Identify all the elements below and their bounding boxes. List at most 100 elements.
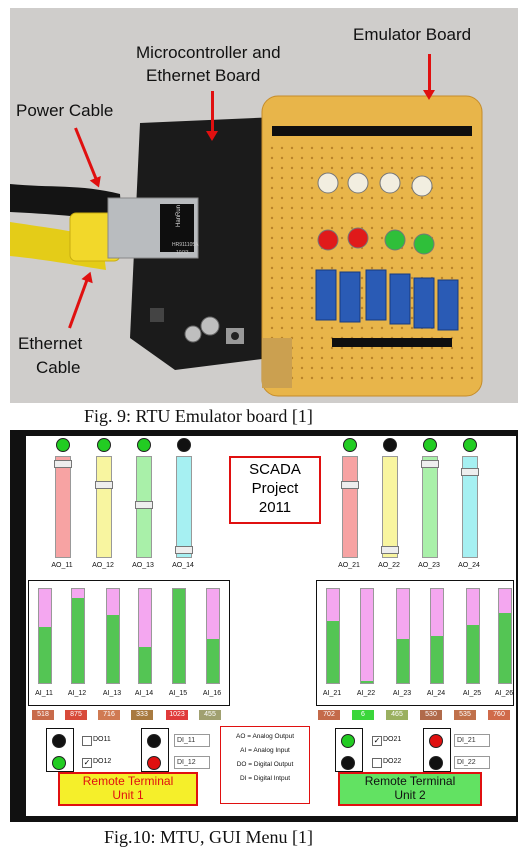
- perfboard-holes: [270, 146, 474, 380]
- mtu-gui-canvas: SCADA Project 2011 Remote Terminal Unit …: [26, 436, 516, 816]
- unit1-label-line1: Remote Terminal: [82, 774, 174, 788]
- ai-bar-ai_22: [360, 588, 374, 684]
- ao-slider-thumb[interactable]: [421, 459, 439, 468]
- ai-bar-ai_15: [172, 588, 186, 684]
- do-label: DO11: [93, 736, 111, 743]
- ao-slider-ao_23[interactable]: [421, 456, 439, 558]
- ai-bar-fill: [361, 681, 373, 683]
- ai-label: AI_26: [494, 690, 514, 697]
- ao-status-led: [56, 438, 70, 452]
- label-ethernet-line2: Cable: [36, 358, 81, 377]
- board-potentiometer: [389, 273, 411, 325]
- ao-label: AO_22: [378, 562, 400, 569]
- label-micro-line2: Ethernet Board: [146, 66, 261, 85]
- checkbox-do22[interactable]: [372, 758, 382, 768]
- ao-slider-ao_21[interactable]: [341, 456, 359, 558]
- di-status-led: [429, 756, 443, 770]
- ai-bar-ai_11: [38, 588, 52, 684]
- ai-label: AI_15: [168, 690, 188, 697]
- title-line3: 2011: [258, 499, 292, 516]
- ai-bar-fill: [173, 589, 185, 683]
- di-status-led: [147, 734, 161, 748]
- di-field-di_12: DI_12: [174, 756, 210, 769]
- unit1-do-led-frame: [46, 728, 74, 772]
- unit1-label: Remote Terminal Unit 1: [58, 772, 198, 806]
- ao-status-led: [463, 438, 477, 452]
- ai-value-box: 333: [131, 710, 153, 720]
- arrow-microcontroller: [206, 91, 218, 141]
- ai-label: AI_16: [202, 690, 222, 697]
- ai-bar-fill: [72, 598, 84, 683]
- di-field-di_21: DI_21: [454, 734, 490, 747]
- ao-slider-ao_14[interactable]: [175, 456, 193, 558]
- ai-label: AI_13: [102, 690, 122, 697]
- scada-title-box: SCADA Project 2011: [229, 456, 321, 524]
- ao-label: AO_11: [51, 562, 73, 569]
- ao-slider-ao_11[interactable]: [54, 456, 72, 558]
- ao-label: AO_23: [418, 562, 440, 569]
- checkbox-do12[interactable]: ✓: [82, 758, 92, 768]
- ao-slider-ao_22[interactable]: [381, 456, 399, 558]
- checkbox-do21[interactable]: ✓: [372, 736, 382, 746]
- rtu-emulator-photo: HanRun HR911105A 10/33 Emulator Board Mi…: [10, 8, 518, 403]
- board-potentiometer: [339, 271, 361, 323]
- legend-item: AI = Analog Input: [240, 747, 290, 754]
- ao-slider-thumb[interactable]: [54, 459, 72, 468]
- label-micro-line1: Microcontroller and: [136, 43, 281, 62]
- do-label: DO21: [383, 736, 402, 743]
- ai-value-box: 875: [65, 710, 87, 720]
- title-line1: SCADA: [249, 461, 301, 478]
- ai-value-box: 455: [199, 710, 221, 720]
- label-power-cable: Power Cable: [16, 101, 114, 120]
- ai-bar-ai_21: [326, 588, 340, 684]
- ai-bar-ai_24: [430, 588, 444, 684]
- unit2-do-led-frame: [335, 728, 363, 772]
- ao-status-led: [137, 438, 151, 452]
- ao-slider-thumb[interactable]: [381, 546, 399, 555]
- ai-label: AI_22: [356, 690, 376, 697]
- jack-date-text: 10/33: [176, 250, 189, 256]
- checkbox-do11[interactable]: [82, 736, 92, 746]
- unit1-di-led-frame: [141, 728, 169, 772]
- board-potentiometer: [413, 277, 435, 329]
- ai-bar-fill: [327, 620, 339, 683]
- do-status-led: [341, 734, 355, 748]
- ao-slider-thumb[interactable]: [175, 546, 193, 555]
- board-potentiometer: [437, 279, 459, 331]
- board-led: [411, 175, 433, 197]
- ai-label: AI_21: [322, 690, 342, 697]
- unit2-label-line2: Unit 2: [394, 788, 426, 802]
- unit2-label-line1: Remote Terminal: [364, 774, 456, 788]
- board-potentiometer: [365, 269, 387, 321]
- ai-value-box: 465: [386, 710, 408, 720]
- do-label: DO12: [93, 758, 112, 765]
- ai-bar-ai_16: [206, 588, 220, 684]
- ai-label: AI_23: [392, 690, 412, 697]
- board-led: [379, 172, 401, 194]
- ai-right-frame: [316, 580, 514, 706]
- ai-label: AI_24: [426, 690, 446, 697]
- board-illustration: HanRun HR911105A 10/33: [10, 8, 518, 403]
- ao-label: AO_14: [172, 562, 194, 569]
- ao-status-led: [97, 438, 111, 452]
- ai-bar-ai_14: [138, 588, 152, 684]
- board-led: [317, 172, 339, 194]
- ao-label: AO_13: [132, 562, 154, 569]
- ao-slider-thumb[interactable]: [95, 480, 113, 489]
- ao-status-led: [383, 438, 397, 452]
- jack-brand-text: HanRun: [176, 205, 182, 227]
- ai-bar-fill: [397, 638, 409, 683]
- ao-slider-ao_24[interactable]: [461, 456, 479, 558]
- ai-bar-ai_12: [71, 588, 85, 684]
- ao-slider-thumb[interactable]: [341, 480, 359, 489]
- ao-slider-ao_12[interactable]: [95, 456, 113, 558]
- ao-slider-ao_13[interactable]: [135, 456, 153, 558]
- ao-slider-thumb[interactable]: [135, 501, 153, 510]
- legend-item: AO = Analog Output: [236, 733, 294, 740]
- ao-slider-thumb[interactable]: [461, 468, 479, 477]
- board-led: [384, 229, 406, 251]
- unit1-label-line2: Unit 1: [112, 788, 144, 802]
- board-led: [413, 233, 435, 255]
- ai-value-box: 518: [32, 710, 54, 720]
